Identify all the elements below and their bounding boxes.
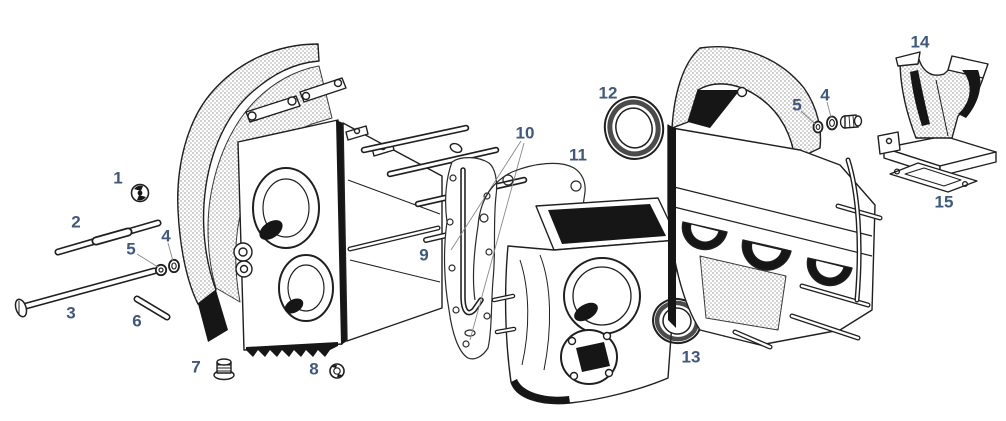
callout-9: 9 — [419, 245, 429, 265]
part-2-stud-drawing — [54, 219, 162, 256]
part-14-engine-support-drawing — [877, 51, 997, 177]
callout-7: 7 — [191, 357, 201, 377]
crankcase-center-half-drawing — [491, 197, 679, 405]
callout-5-right: 5 — [792, 95, 802, 115]
callout-3: 3 — [66, 303, 76, 323]
oil-pressure-plug-drawing — [839, 114, 863, 129]
part-11-gasket-drawing — [472, 162, 586, 301]
callout-11: 11 — [569, 145, 587, 165]
crankcase-right-half-drawing — [667, 46, 883, 350]
part-4-washer-drawing — [168, 258, 180, 274]
hardware-left-group — [14, 183, 441, 381]
crankcase-left-half-drawing — [177, 43, 528, 357]
part-12-oil-seal-drawing — [603, 96, 665, 160]
part-6-stud-drawing — [133, 295, 171, 321]
part-5-ring-right-drawing — [812, 120, 824, 134]
part-15-gasket-drawing — [889, 162, 978, 193]
part-3-bolt-drawing — [14, 267, 158, 318]
callout-13: 13 — [681, 347, 701, 367]
callout-15: 15 — [934, 192, 954, 212]
part-8-nut-drawing — [329, 363, 345, 379]
callout-8: 8 — [309, 359, 319, 379]
callout-12: 12 — [598, 83, 618, 103]
callout-2: 2 — [71, 212, 81, 232]
hardware-right-group — [136, 101, 863, 268]
part-1-plug-nut-drawing — [130, 183, 150, 203]
callout-10: 10 — [515, 123, 535, 143]
part-7-plug-drawing — [213, 358, 235, 381]
callout-4-right: 4 — [820, 85, 830, 105]
part-9-stud-drawing — [347, 225, 441, 252]
callout-5-left: 5 — [126, 239, 136, 259]
callout-1: 1 — [113, 168, 123, 188]
callout-14: 14 — [910, 32, 930, 52]
part-4-washer-right-drawing — [826, 115, 838, 131]
callout-4-left: 4 — [161, 226, 171, 246]
part-5-ring-drawing — [154, 263, 168, 277]
callout-6: 6 — [132, 311, 142, 331]
part-10-gasket-drawing — [443, 140, 525, 360]
